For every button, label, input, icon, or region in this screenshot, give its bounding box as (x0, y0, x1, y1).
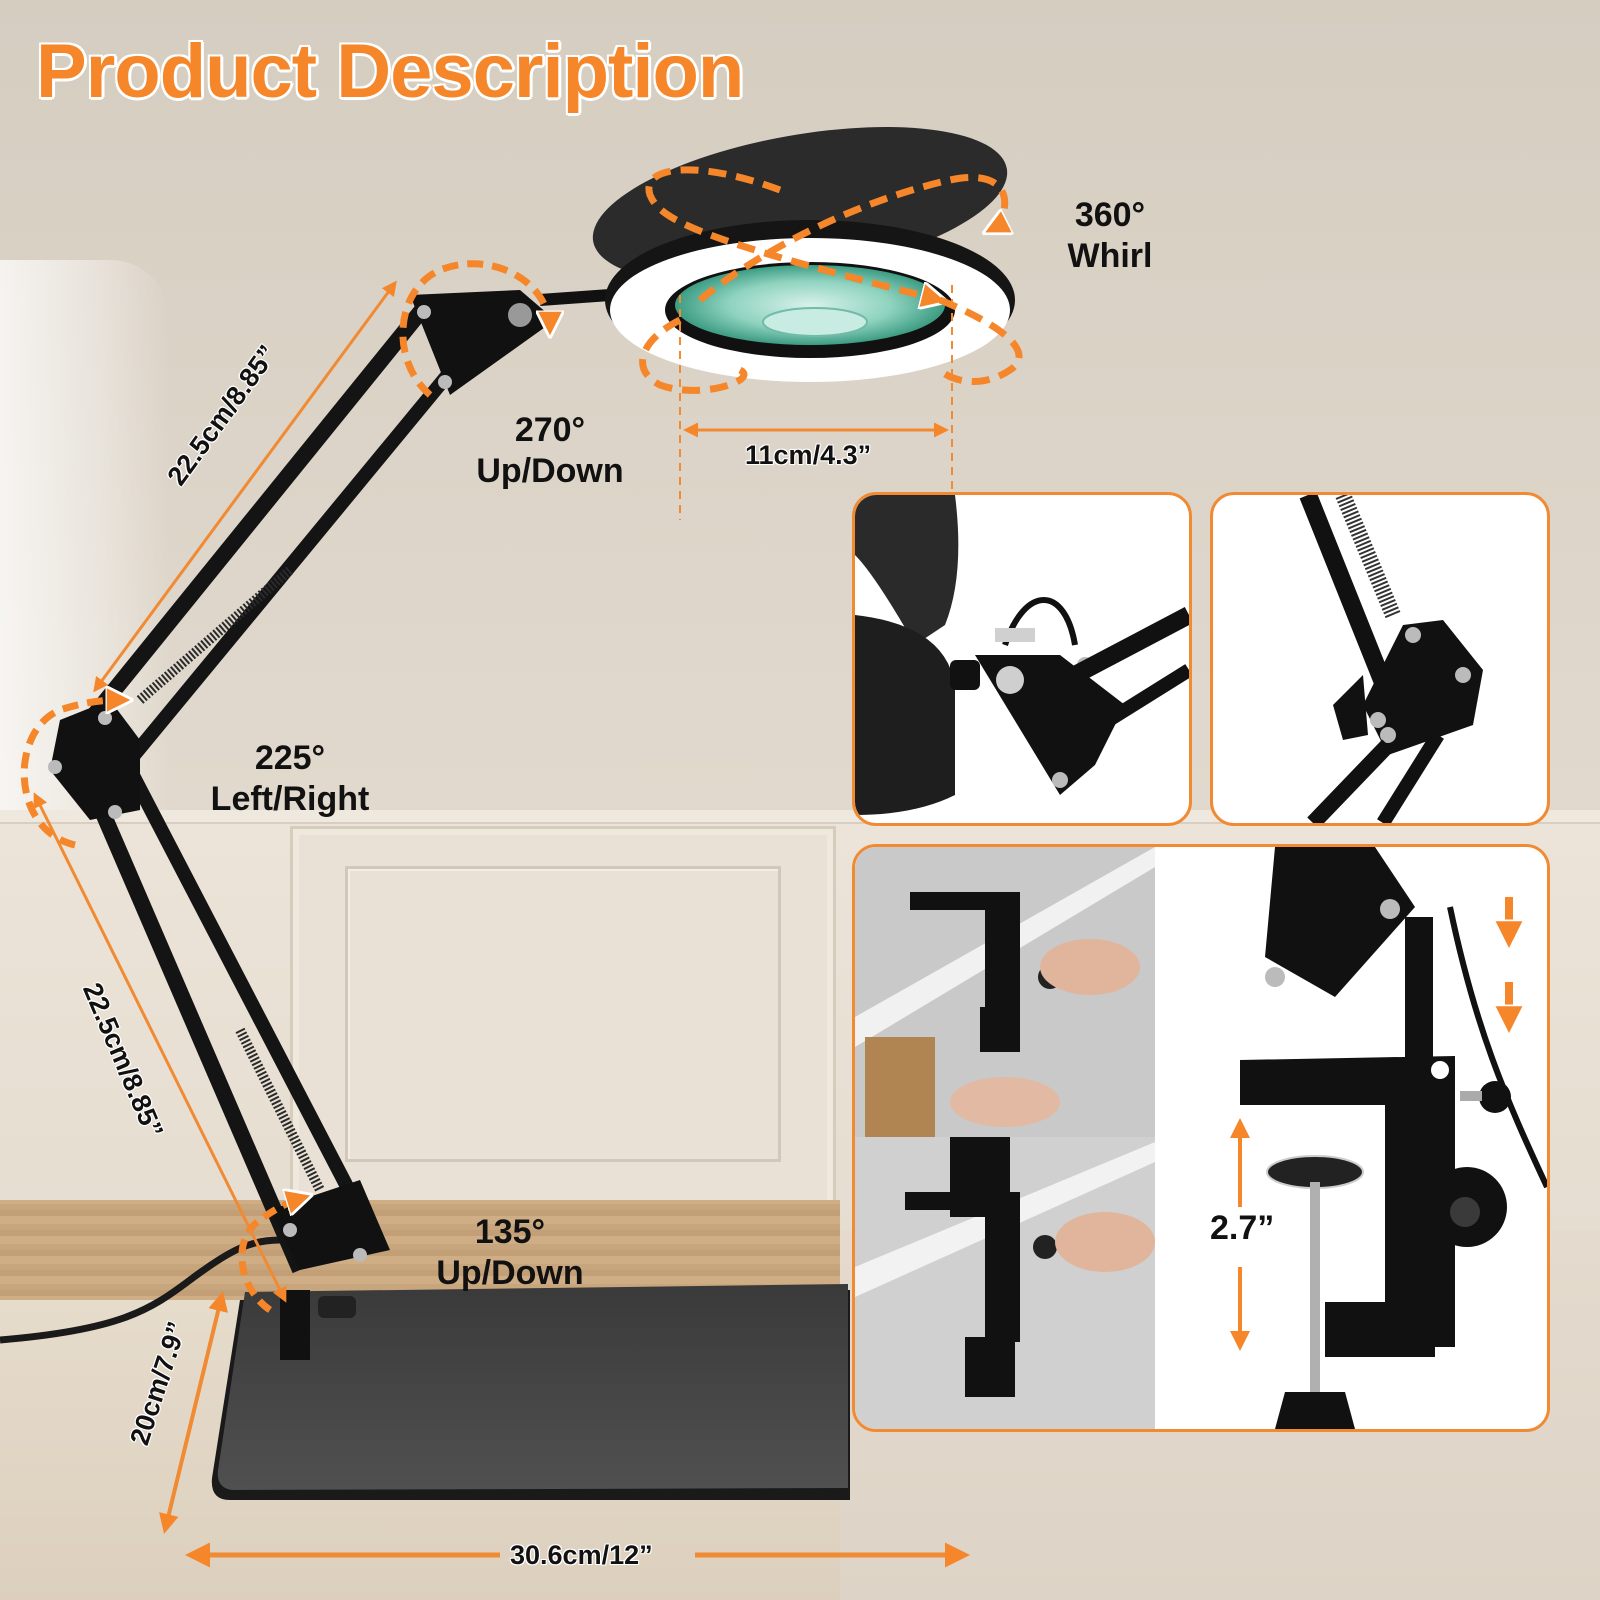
inset-head-hinge (852, 492, 1192, 826)
clamp-install-illustration (855, 847, 1547, 1429)
inset-elbow-spring (1210, 492, 1550, 826)
wall-chair-rail (0, 810, 1600, 824)
base-knob (318, 1296, 356, 1318)
elbow-spring-illustration (1299, 495, 1483, 823)
arc-270-icon (399, 260, 550, 398)
lower-arm-dimension-arrow (33, 792, 287, 1303)
callout-upper-joint-rotation: 270° Up/Down (445, 410, 655, 492)
elbow-joint-bracket (50, 700, 140, 820)
upper-joint-bracket (410, 290, 555, 395)
callout-motion: Whirl (1067, 236, 1153, 275)
callout-base-joint-rotation: 135° Up/Down (405, 1212, 615, 1294)
inset-clamp-install: 2.7” (852, 844, 1550, 1432)
callout-angle: 135° (474, 1213, 546, 1251)
callout-head-rotation: 360° Whirl (1040, 195, 1180, 277)
callout-motion: Up/Down (436, 1253, 584, 1292)
callout-angle: 360° (1074, 196, 1146, 234)
page-title: Product Description (36, 29, 744, 114)
head-hinge-illustration (855, 495, 1189, 815)
clamp-opening-label: 2.7” (1210, 1209, 1275, 1247)
base-post (280, 1290, 310, 1360)
lens-diameter-label: 11cm/4.3” (745, 440, 872, 470)
whirl-arrows (639, 166, 1023, 394)
callout-motion: Up/Down (476, 451, 624, 490)
wall-panel-inset (345, 866, 781, 1162)
c-clamp (1240, 1056, 1455, 1347)
upper-arm-dimension-arrow (93, 280, 397, 693)
base-depth-arrow (159, 1291, 228, 1534)
arc-225-icon (20, 700, 125, 849)
wall-panel-frame (290, 826, 836, 1232)
callout-angle: 270° (514, 411, 586, 449)
base-plate (211, 1284, 850, 1500)
head-connector (539, 289, 611, 306)
base-width-label: 30.6cm/12” (510, 1540, 653, 1570)
lamp-head (592, 127, 1015, 382)
callout-elbow-rotation: 225° Left/Right (180, 738, 400, 820)
callout-motion: Left/Right (210, 779, 370, 818)
callout-angle: 225° (254, 739, 326, 777)
